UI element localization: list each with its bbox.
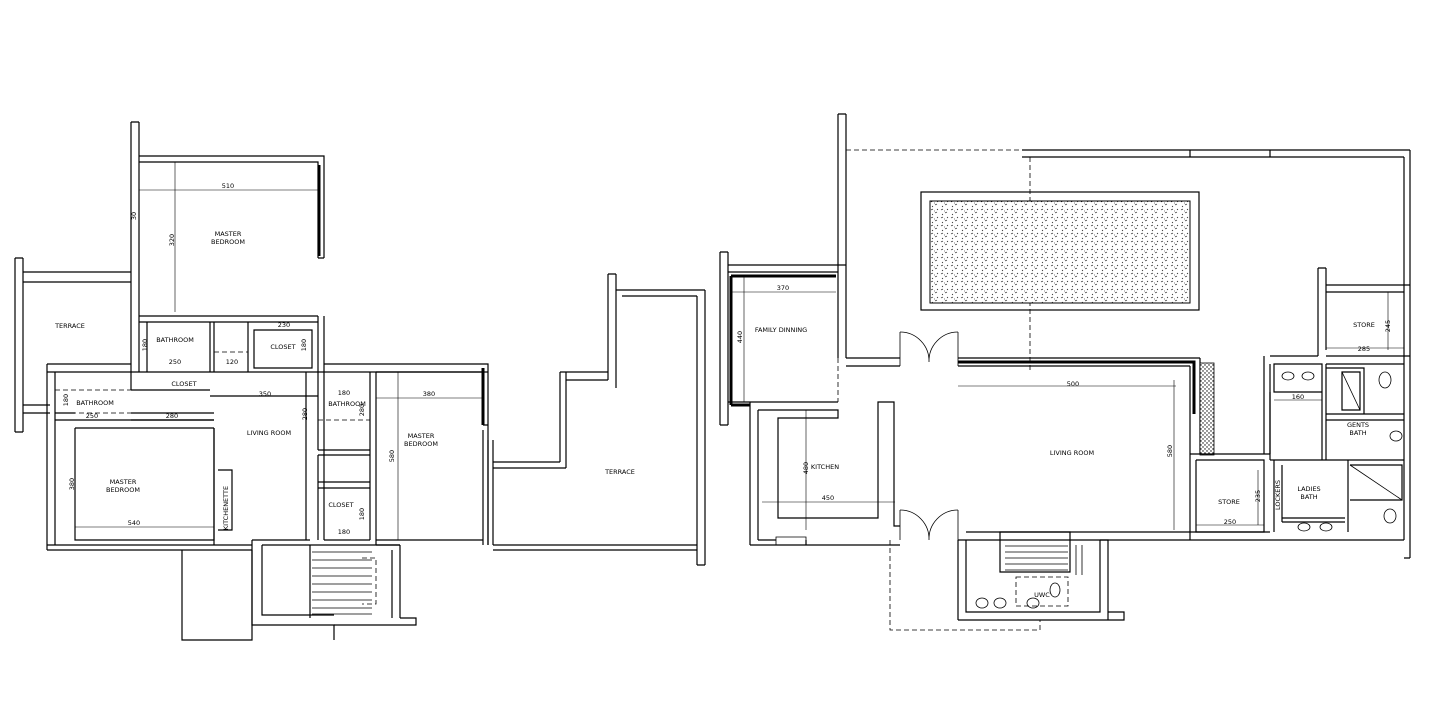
kitchen-label: KITCHEN xyxy=(811,463,839,471)
dim-label: 30 xyxy=(130,212,138,220)
left-bathroom-a-label: BATHROOM xyxy=(156,336,194,344)
dim-label: 320 xyxy=(168,234,176,246)
dim-label: 510 xyxy=(222,182,234,190)
store-top-label: STORE xyxy=(1353,321,1375,329)
dim-label: 380 xyxy=(423,390,435,398)
swimming-pool xyxy=(920,191,1200,311)
right-floor-plan xyxy=(719,113,1411,631)
left-kitchenette-label: KITCHENETTE xyxy=(222,486,230,530)
dim-label: 180 xyxy=(358,508,366,520)
left-living-room-label: LIVING ROOM xyxy=(247,429,291,437)
dim-label: 180 xyxy=(62,394,70,406)
dim-label: 250 xyxy=(169,358,181,366)
dim-label: 280 xyxy=(301,408,309,420)
left-plan-dimensions: 510 320 30 230 180 180 250 120 180 250 2… xyxy=(62,182,435,536)
dim-label: 235 xyxy=(1254,490,1262,502)
dim-label: 580 xyxy=(1166,445,1174,457)
door-bottom xyxy=(899,509,959,541)
dim-label: 580 xyxy=(388,450,396,462)
lockers-label: LOCKERS xyxy=(1274,480,1282,510)
dim-label: 180 xyxy=(338,389,350,397)
dim-label: 285 xyxy=(1358,345,1370,353)
dim-label: 180 xyxy=(141,339,149,351)
dim-label: 180 xyxy=(338,528,350,536)
dim-label: 180 xyxy=(300,339,308,351)
dim-label: 440 xyxy=(736,331,744,343)
family-dining-label: FAMILY DINNING xyxy=(755,326,807,334)
dim-label: 120 xyxy=(226,358,238,366)
dim-label: 250 xyxy=(1224,518,1236,526)
left-bathroom-b-label: BATHROOM xyxy=(76,399,114,407)
left-floor-plan xyxy=(14,121,706,641)
dim-label: 245 xyxy=(1384,320,1392,332)
left-bathroom-c-label: BATHROOM xyxy=(328,400,366,408)
left-closet-b-label: CLOSET xyxy=(171,380,196,388)
left-closet-c-label: CLOSET xyxy=(328,501,353,509)
dim-label: 280 xyxy=(166,412,178,420)
left-closet-a-label: CLOSET xyxy=(270,343,295,351)
store-bottom-label: STORE xyxy=(1218,498,1240,506)
fixtures xyxy=(1281,371,1403,532)
dim-label: 380 xyxy=(68,478,76,490)
left-terrace-label: TERRACE xyxy=(54,322,85,330)
dim-label: 370 xyxy=(777,284,789,292)
wc-label: UWC xyxy=(1034,591,1050,599)
right-living-room-label: LIVING ROOM xyxy=(1050,449,1094,457)
dim-label: 250 xyxy=(86,412,98,420)
dim-label: 540 xyxy=(128,519,140,527)
dim-label: 160 xyxy=(1292,393,1304,401)
dim-label: 280 xyxy=(358,404,366,416)
dim-label: 450 xyxy=(822,494,834,502)
left-terrace-right-label: TERRACE xyxy=(604,468,635,476)
right-plan-dimensions: 370 440 480 450 500 580 245 285 160 235 … xyxy=(736,284,1392,526)
door-top xyxy=(899,331,959,366)
left-stair xyxy=(312,551,377,615)
wc-fixtures xyxy=(975,582,1061,609)
dim-label: 230 xyxy=(278,321,290,329)
dim-label: 480 xyxy=(802,462,810,474)
dim-label: 350 xyxy=(259,390,271,398)
right-stair xyxy=(999,531,1083,607)
right-plan-labels: FAMILY DINNING KITCHEN LIVING ROOM STORE… xyxy=(755,321,1375,599)
dim-label: 500 xyxy=(1067,380,1079,388)
